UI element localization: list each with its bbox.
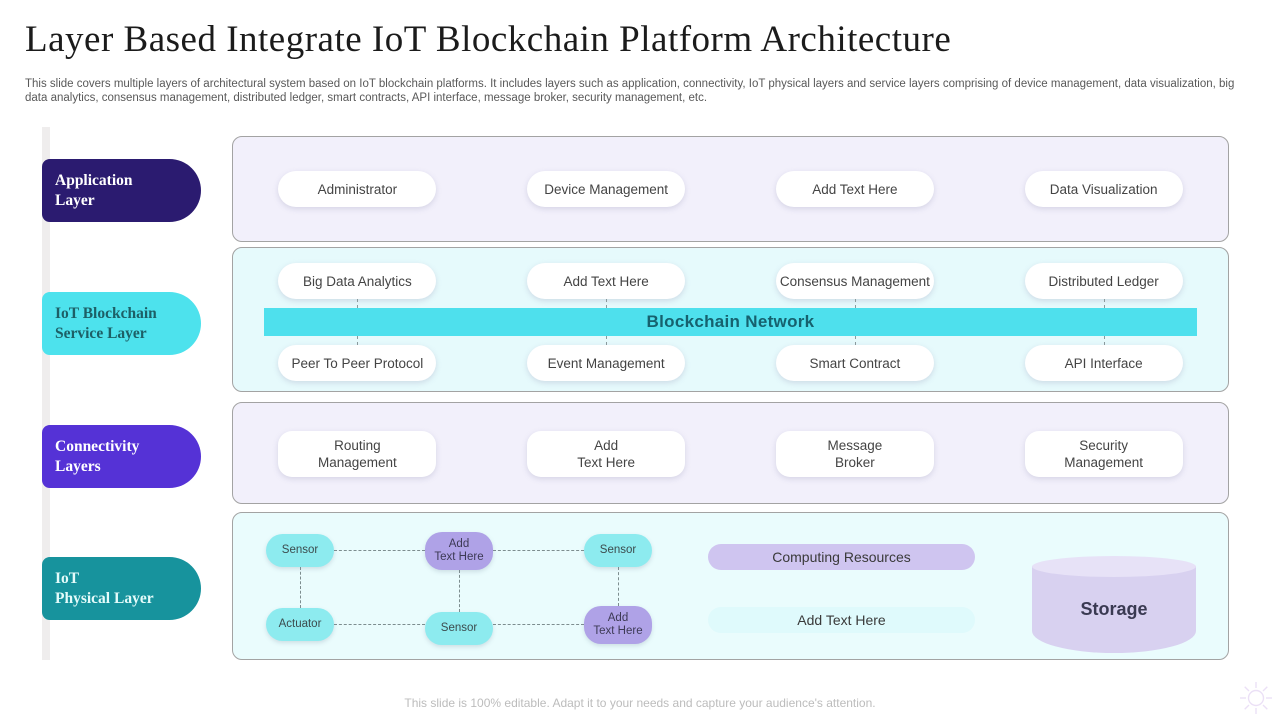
item-line: Add (594, 438, 619, 453)
page-title: Layer Based Integrate IoT Blockchain Pla… (25, 19, 952, 60)
item-line: Text Here (577, 455, 636, 470)
connector-dashed (334, 624, 425, 625)
layer-label-line: Service Layer (55, 324, 147, 342)
service-item: Event Management (527, 345, 686, 381)
connector-dashed (357, 299, 359, 308)
node-line: Sensor (599, 544, 637, 556)
application-item: Administrator (278, 171, 437, 207)
connector-dashed (618, 567, 619, 606)
sensor-node: Sensor (266, 534, 334, 567)
left-rail-line (42, 127, 50, 660)
service-layer-box: Big Data Analytics Add Text Here Consens… (232, 247, 1229, 392)
actuator-node: Actuator (266, 608, 334, 641)
node-line: Text Here (593, 625, 643, 637)
node-line: Actuator (278, 618, 322, 630)
application-layer-box: Administrator Device Management Add Text… (232, 136, 1229, 242)
connectivity-item: Security Management (1024, 431, 1183, 477)
service-item: API Interface (1024, 345, 1183, 381)
item-line: Message (827, 438, 883, 453)
node-line: Add (607, 612, 629, 624)
item-line: Routing (334, 438, 381, 453)
connector-dashed (854, 336, 856, 345)
sensor-node: Sensor (584, 534, 652, 567)
flower-watermark-icon (1240, 682, 1272, 714)
connector-dashed (357, 336, 359, 345)
add-text-pill: Add Text Here (708, 607, 975, 633)
blockchain-network-bar: Blockchain Network (264, 308, 1197, 336)
application-item: Add Text Here (775, 171, 934, 207)
connector-dashed (493, 624, 584, 625)
layer-label-line: Application (55, 171, 133, 189)
layer-label-application: Application Layer (42, 159, 201, 222)
connector-dashed (300, 567, 301, 608)
layer-label-line: Layers (55, 457, 101, 475)
layer-label-line: IoT (55, 569, 80, 587)
connectivity-item: Message Broker (775, 431, 934, 477)
layer-label-connectivity: Connectivity Layers (42, 425, 201, 488)
layer-label-physical: IoT Physical Layer (42, 557, 201, 620)
layer-label-line: Layer (55, 191, 95, 209)
layer-label-line: Connectivity (55, 437, 140, 455)
computing-resources-pill: Computing Resources (708, 544, 975, 570)
item-line: Management (317, 455, 397, 470)
connector-dashed (493, 550, 584, 551)
item-line: Security (1079, 438, 1129, 453)
layer-label-service: IoT Blockchain Service Layer (42, 292, 201, 355)
node-line: Sensor (440, 622, 478, 634)
application-item: Device Management (527, 171, 686, 207)
connector-dashed (334, 550, 425, 551)
item-line: Broker (834, 455, 875, 470)
storage-cylinder-top (1032, 556, 1196, 577)
service-item: Big Data Analytics (278, 263, 437, 299)
connector-dashed (459, 570, 460, 612)
node-line: Text Here (434, 551, 484, 563)
service-item: Smart Contract (775, 345, 934, 381)
storage-cylinder: Storage (1032, 556, 1196, 653)
connector-dashed (854, 299, 856, 308)
sensor-node: Sensor (425, 612, 493, 645)
connector-dashed (606, 299, 608, 308)
service-item: Distributed Ledger (1024, 263, 1183, 299)
layer-label-line: IoT Blockchain (55, 304, 157, 322)
connector-dashed (1103, 299, 1105, 308)
connectivity-layer-box: Routing Management Add Text Here Message… (232, 402, 1229, 504)
layer-label-line: Physical Layer (55, 589, 154, 607)
connector-dashed (606, 336, 608, 345)
node-line: Sensor (281, 544, 319, 556)
footer-note: This slide is 100% editable. Adapt it to… (404, 696, 876, 710)
connector-dashed (1103, 336, 1105, 345)
service-item: Consensus Management (775, 263, 934, 299)
connectivity-item: Add Text Here (527, 431, 686, 477)
add-text-node: Add Text Here (425, 532, 493, 570)
physical-layer-box: Sensor Add Text Here Sensor Actuator Sen… (232, 512, 1229, 660)
node-line: Add (448, 538, 470, 550)
slide-description: This slide covers multiple layers of arc… (25, 78, 1235, 104)
storage-label: Storage (1032, 566, 1196, 653)
application-item: Data Visualization (1024, 171, 1183, 207)
add-text-node: Add Text Here (584, 606, 652, 644)
item-line: Management (1064, 455, 1144, 470)
connectivity-item: Routing Management (278, 431, 437, 477)
service-item: Add Text Here (527, 263, 686, 299)
service-item: Peer To Peer Protocol (278, 345, 437, 381)
